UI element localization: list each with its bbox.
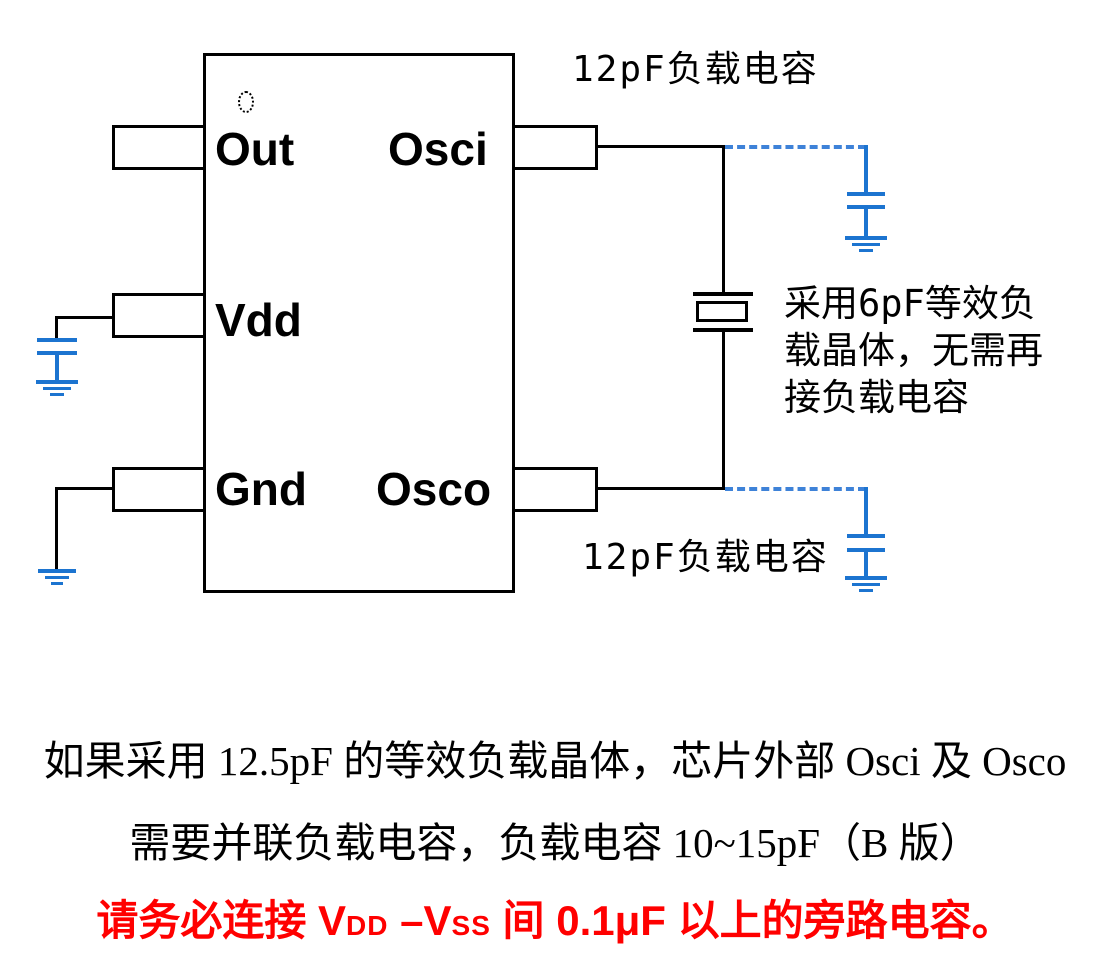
label-top-load-cap: 12pF负载电容: [572, 49, 819, 90]
gnd-ground-icon: [45, 576, 69, 579]
pin-label-osco: Osco: [376, 463, 492, 515]
crystal-note-line2: 载晶体，无需再: [784, 329, 1043, 372]
crystal-plate-top: [693, 292, 753, 296]
wire-crystal-bottom: [722, 330, 725, 490]
load-cap-bottom-plate: [847, 534, 885, 538]
load-cap-bottom-ground-icon: [852, 583, 880, 586]
vdd-ground-icon: [36, 380, 78, 384]
crystal-body-icon: [696, 301, 748, 322]
warning-seg3: 间 0.1μF 以上的旁路电容。: [490, 897, 1014, 944]
warning-seg2: –V: [388, 897, 452, 944]
vdd-ground-icon: [50, 393, 64, 396]
load-cap-top-ground-icon: [845, 236, 887, 240]
pin-box-vdd: [112, 293, 206, 338]
label-crystal-note: 采用6pF等效负 载晶体，无需再 接负载电容: [784, 280, 1043, 421]
load-cap-top-lead-upper: [864, 145, 868, 192]
dashed-link-bottom: [725, 487, 866, 491]
pin-box-gnd: [112, 467, 206, 512]
warning-line: 请务必连接 VDD –VSS 间 0.1μF 以上的旁路电容。: [0, 897, 1110, 950]
load-cap-bottom-plate: [847, 548, 885, 552]
crystal-plate-bottom: [693, 328, 753, 332]
load-cap-top-plate: [847, 205, 885, 209]
gnd-ground-icon: [38, 569, 76, 573]
pin-label-osci: Osci: [388, 123, 488, 175]
pin1-indicator-icon: [238, 91, 254, 113]
dashed-link-top: [725, 145, 866, 149]
load-cap-top-plate: [847, 192, 885, 196]
label-bottom-load-cap: 12pF负载电容: [582, 537, 829, 578]
gnd-ground-icon: [51, 582, 63, 585]
load-cap-top-lead-lower: [864, 209, 868, 236]
wire-vdd-drop: [55, 316, 58, 340]
pin-box-osci: [512, 125, 598, 170]
warning-seg1: 请务必连接 V: [96, 897, 347, 944]
note-line2: 需要并联负载电容，负载电容 10~15pF（B 版）: [129, 820, 981, 866]
warning-sub-vdd: DD: [346, 910, 389, 941]
vdd-capacitor-plate-bottom: [37, 351, 77, 355]
pin-box-osco: [512, 467, 598, 512]
wire-osci-horizontal: [598, 145, 726, 148]
load-cap-bottom-lead-upper: [864, 487, 868, 534]
pin-label-gnd: Gnd: [215, 463, 307, 515]
load-cap-top-ground-icon: [852, 243, 880, 246]
vdd-capacitor-lead: [55, 355, 59, 380]
wire-crystal-top: [722, 145, 725, 294]
warning-sub-vss: SS: [451, 910, 491, 941]
pin-label-out: Out: [215, 123, 295, 175]
load-cap-top-ground-icon: [859, 249, 873, 252]
crystal-note-line1: 采用6pF等效负: [784, 282, 1036, 325]
vdd-capacitor-plate-top: [37, 338, 77, 342]
wire-gnd-horizontal: [56, 487, 112, 490]
load-cap-bottom-ground-icon: [845, 576, 887, 580]
wire-gnd-drop: [55, 487, 58, 569]
pin-box-out: [112, 125, 206, 170]
load-cap-bottom-lead-lower: [864, 552, 868, 577]
load-cap-bottom-ground-icon: [859, 589, 873, 592]
vdd-ground-icon: [43, 387, 71, 390]
wire-vdd-horizontal: [56, 316, 112, 319]
pin-label-vdd: Vdd: [215, 294, 302, 346]
note-line1: 如果采用 12.5pF 的等效负载晶体，芯片外部 Osci 及 Osco: [43, 738, 1067, 784]
ic-chip-body: [203, 53, 515, 593]
wire-osco-horizontal: [598, 487, 726, 490]
crystal-note-line3: 接负载电容: [784, 376, 969, 419]
